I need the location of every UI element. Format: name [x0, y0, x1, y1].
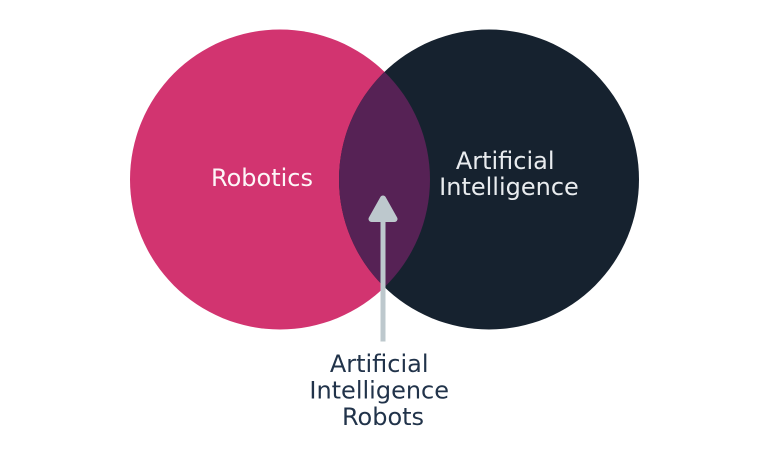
overlap-callout-label: Artificial Intelligence Robots	[309, 350, 456, 431]
overlap-label-line1: Artificial	[330, 350, 429, 378]
ai-label: Artificial Intelligence	[439, 147, 579, 201]
overlap-label-line3: Robots	[342, 403, 424, 431]
overlap-label-line2: Intelligence	[309, 377, 449, 405]
robotics-label: Robotics	[211, 164, 313, 192]
ai-label-line2: Intelligence	[439, 173, 579, 201]
ai-label-line1: Artificial	[456, 147, 555, 175]
overlap-region	[339, 71, 430, 288]
arrow-head	[368, 195, 398, 222]
ai-circle	[339, 29, 639, 330]
up-arrow-icon	[368, 195, 398, 342]
robotics-circle	[130, 29, 430, 330]
